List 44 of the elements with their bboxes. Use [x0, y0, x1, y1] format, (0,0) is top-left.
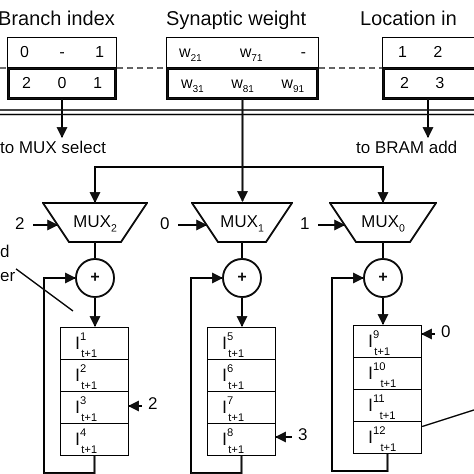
arrow: [331, 272, 388, 472]
signal-label: to MUX select: [0, 138, 128, 160]
signal-label: 3: [298, 425, 312, 449]
column-heading: Branch index: [0, 9, 115, 29]
column-heading: Location in: [360, 9, 457, 29]
annotation-text: d er: [0, 240, 16, 286]
signal-label: 1: [300, 214, 314, 236]
register-row: w$_{31}$ w$_{81}$ w$_{91}$: [166, 67, 319, 100]
arrow: [378, 298, 388, 326]
arrow: [420, 328, 435, 340]
signal-label: to BRAM add: [356, 138, 474, 160]
register-row: 2 0 1: [7, 67, 117, 100]
arrow: [33, 220, 58, 230]
register-row: 2 3: [382, 67, 474, 100]
adder-circle: +: [363, 258, 403, 298]
connector-line: [241, 243, 243, 258]
arrow: [43, 272, 96, 474]
column-heading: Synaptic weight: [166, 9, 306, 29]
leader-line: [422, 409, 474, 428]
arrow: [236, 298, 248, 328]
multiplexer: MUX$_{2}$: [42, 202, 148, 243]
adder-circle: +: [222, 258, 262, 298]
register-row: 0 - 1: [7, 37, 117, 69]
arrow: [56, 100, 68, 138]
arrow: [90, 298, 100, 328]
leader-line: [16, 268, 74, 312]
arrow: [190, 272, 242, 474]
multiplexer: MUX$_{0}$: [329, 202, 437, 243]
register-row: w$_{21}$ w$_{71}$ -: [166, 37, 319, 69]
signal-label: 0: [441, 322, 455, 346]
arrow: [128, 400, 142, 412]
signal-label: 2: [15, 214, 29, 236]
arrow: [318, 220, 346, 230]
register-row: 1 2: [382, 37, 474, 69]
multiplexer: MUX$_{1}$: [191, 202, 293, 243]
signal-label: 2: [148, 394, 162, 418]
adder-circle: +: [75, 258, 115, 298]
connector-line: [94, 243, 96, 258]
arrow: [242, 100, 388, 204]
connector-line: [382, 243, 384, 258]
arrow: [422, 100, 434, 138]
arrow: [178, 220, 208, 230]
signal-label: 0: [160, 214, 174, 236]
arrow: [274, 432, 292, 442]
